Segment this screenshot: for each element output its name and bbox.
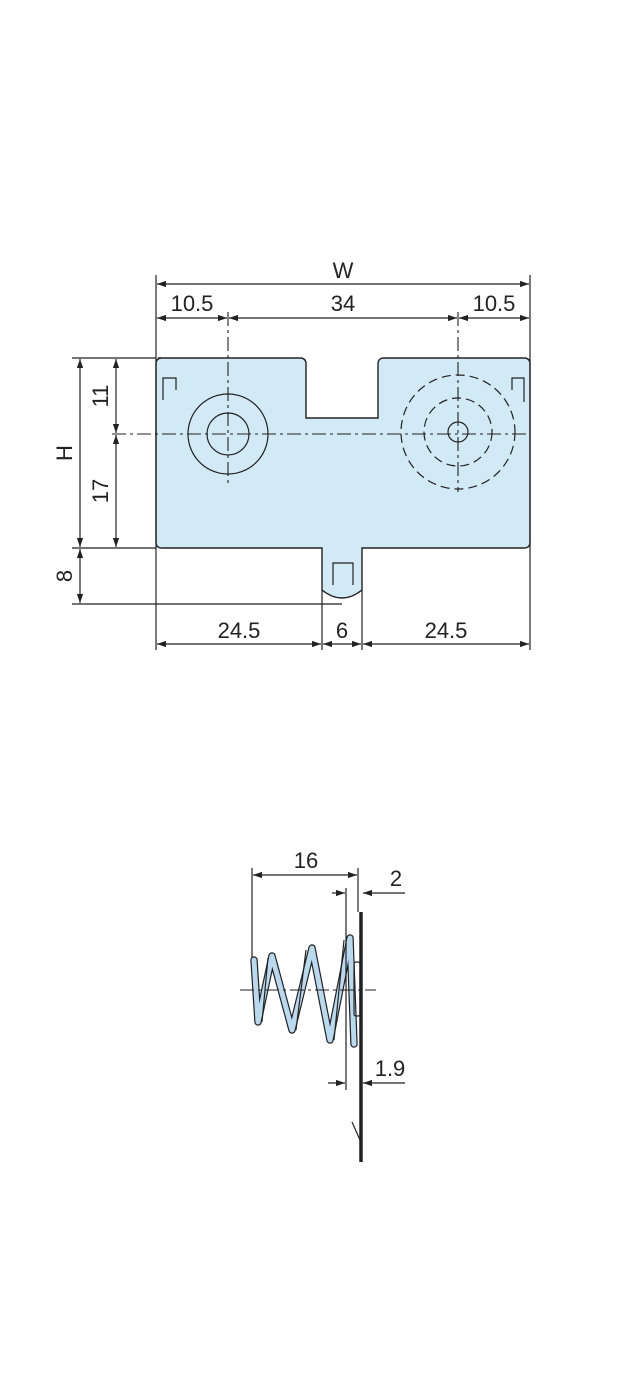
- dim-plate-thickness-label: 1.9: [375, 1056, 406, 1081]
- dim-right-margin-label: 10.5: [473, 291, 516, 316]
- dim-height-label: H: [52, 445, 77, 461]
- dim-bottom-left-label: 24.5: [218, 618, 261, 643]
- dim-tab-height-label: 8: [52, 570, 77, 582]
- coil-spring: [250, 934, 361, 1048]
- dim-lower-height-label: 17: [88, 479, 113, 503]
- tab-mark-bottom: [332, 562, 354, 585]
- tab-mark-right: [511, 377, 525, 402]
- spring-end-cap: [353, 961, 361, 1017]
- dim-width-label: W: [333, 258, 354, 283]
- dim-plate-offset-label: 2: [390, 866, 402, 891]
- spring-coil-fill: [251, 935, 357, 1047]
- tab-mark-left: [162, 377, 177, 400]
- plate-bent-tab: [351, 1121, 361, 1141]
- top-view: W 10.5 34 10.5 H 11 17 8 24.5 6 24.5: [52, 258, 531, 650]
- dim-hole-spacing-label: 34: [331, 291, 355, 316]
- contact-plate: [155, 357, 531, 599]
- side-view: 16 2 1.9: [240, 848, 405, 1162]
- dim-bottom-right-label: 24.5: [425, 618, 468, 643]
- dim-upper-height-label: 11: [88, 385, 113, 408]
- dim-left-margin-label: 10.5: [171, 291, 214, 316]
- dim-tab-width-label: 6: [336, 618, 348, 643]
- dim-spring-length-label: 16: [294, 848, 318, 873]
